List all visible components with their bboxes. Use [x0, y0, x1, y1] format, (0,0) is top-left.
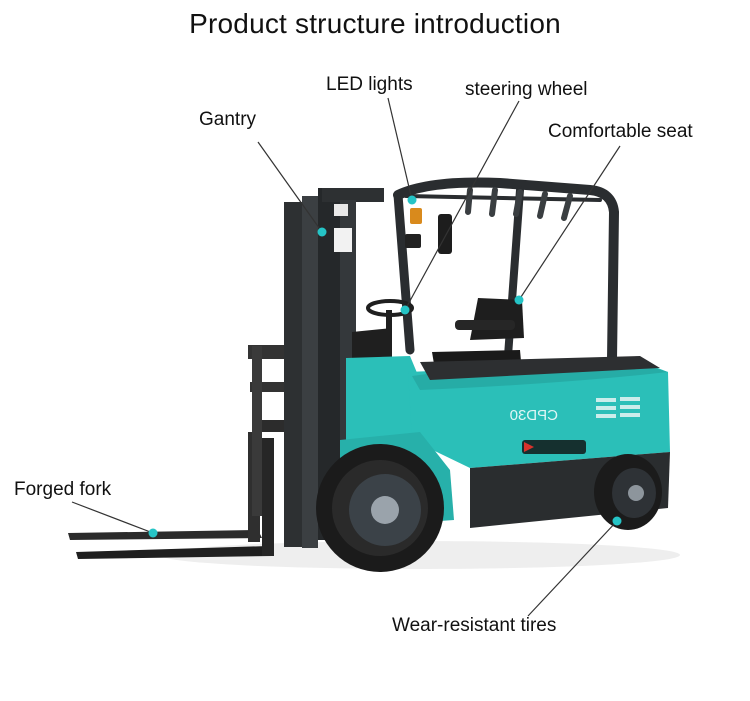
label-led-lights: LED lights: [326, 74, 413, 95]
leader-line-led: [387, 97, 413, 201]
leader-line-tires: [527, 520, 618, 617]
model-badge: CPD30: [510, 407, 558, 424]
marker-dot-tires: [612, 516, 622, 526]
leader-line-steering: [404, 100, 520, 311]
label-forged-fork: Forged fork: [14, 479, 112, 500]
leader-line-fork: [71, 501, 154, 534]
work-lamp: [405, 234, 421, 248]
rear-wheel: [594, 454, 662, 530]
page-title: Product structure introduction: [189, 8, 561, 39]
label-gantry: Gantry: [199, 109, 257, 130]
marker-dot-steering: [400, 305, 410, 315]
marker-dot-led: [407, 195, 417, 205]
label-wear-resistant-tires: Wear-resistant tires: [392, 615, 557, 636]
front-wheel: [316, 444, 444, 572]
steering-wheel: [352, 299, 414, 362]
leader-line-gantry: [257, 141, 323, 233]
warning-light: [410, 208, 422, 224]
marker-dot-fork: [148, 528, 158, 538]
label-comfortable-seat: Comfortable seat: [548, 121, 693, 142]
label-steering-wheel: steering wheel: [465, 79, 588, 100]
side-mirror: [438, 214, 452, 254]
marker-dot-gantry: [317, 227, 327, 237]
vent-grille: [596, 397, 640, 418]
marker-dots: [148, 195, 622, 538]
leader-lines: [71, 97, 621, 617]
leader-line-seat: [518, 145, 621, 301]
marker-dot-seat: [514, 295, 524, 305]
